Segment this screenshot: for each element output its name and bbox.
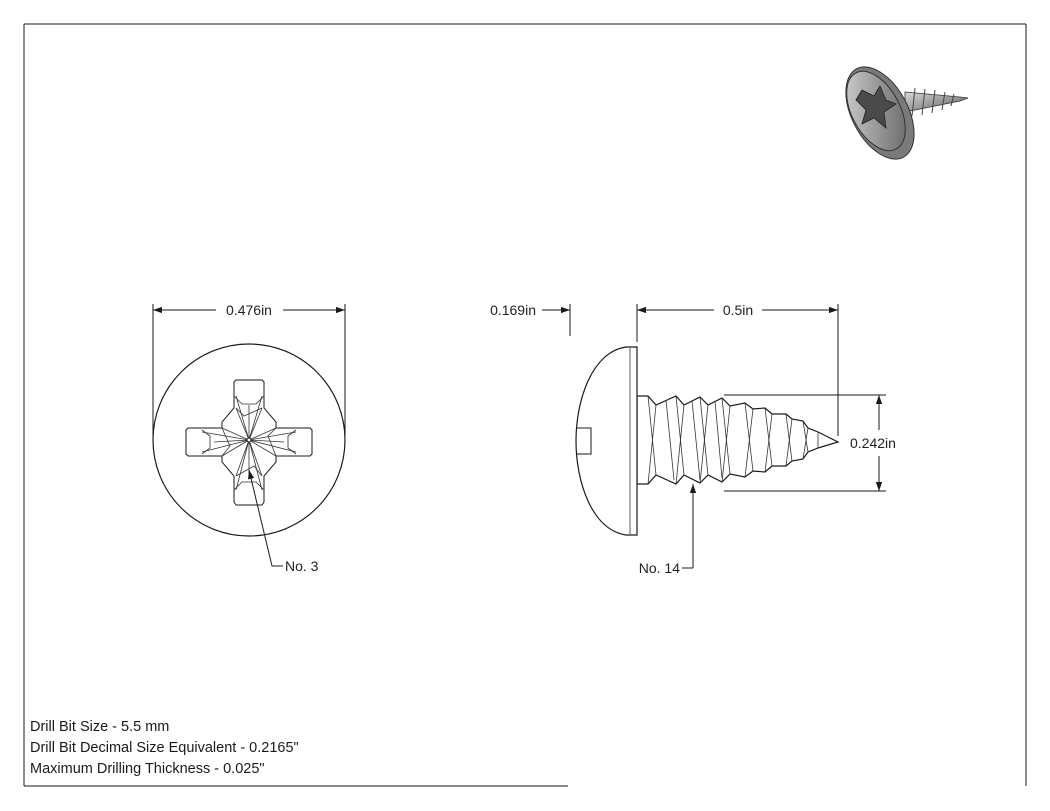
screw-side-view xyxy=(575,346,840,536)
drive-size-callout: No. 3 xyxy=(248,469,319,574)
length-label: 0.5in xyxy=(723,302,753,318)
drive-size-label: No. 3 xyxy=(285,558,319,574)
head-height-label: 0.169in xyxy=(490,302,536,318)
head-diameter-label: 0.476in xyxy=(226,302,272,318)
length-dimension: 0.5in xyxy=(637,302,839,436)
drill-bit-size-note: Drill Bit Size - 5.5 mm xyxy=(30,719,170,735)
head-top-view xyxy=(152,343,346,537)
head-diameter-dimension: 0.476in xyxy=(152,302,346,436)
thread-diameter-dimension: 0.242in xyxy=(724,394,896,492)
drill-notes: Drill Bit Size - 5.5 mm Drill Bit Decima… xyxy=(30,717,299,780)
head-height-dimension: 0.169in xyxy=(490,302,638,342)
phillips-pan-head-screw-3d-icon xyxy=(845,66,969,160)
drill-bit-decimal-note: Drill Bit Decimal Size Equivalent - 0.21… xyxy=(30,740,299,756)
sheet-border xyxy=(23,23,1027,787)
screw-size-callout: No. 14 xyxy=(639,484,697,576)
screw-size-label: No. 14 xyxy=(639,560,680,576)
thread-diameter-label: 0.242in xyxy=(850,435,896,451)
max-drilling-thickness-note: Maximum Drilling Thickness - 0.025" xyxy=(30,761,265,777)
